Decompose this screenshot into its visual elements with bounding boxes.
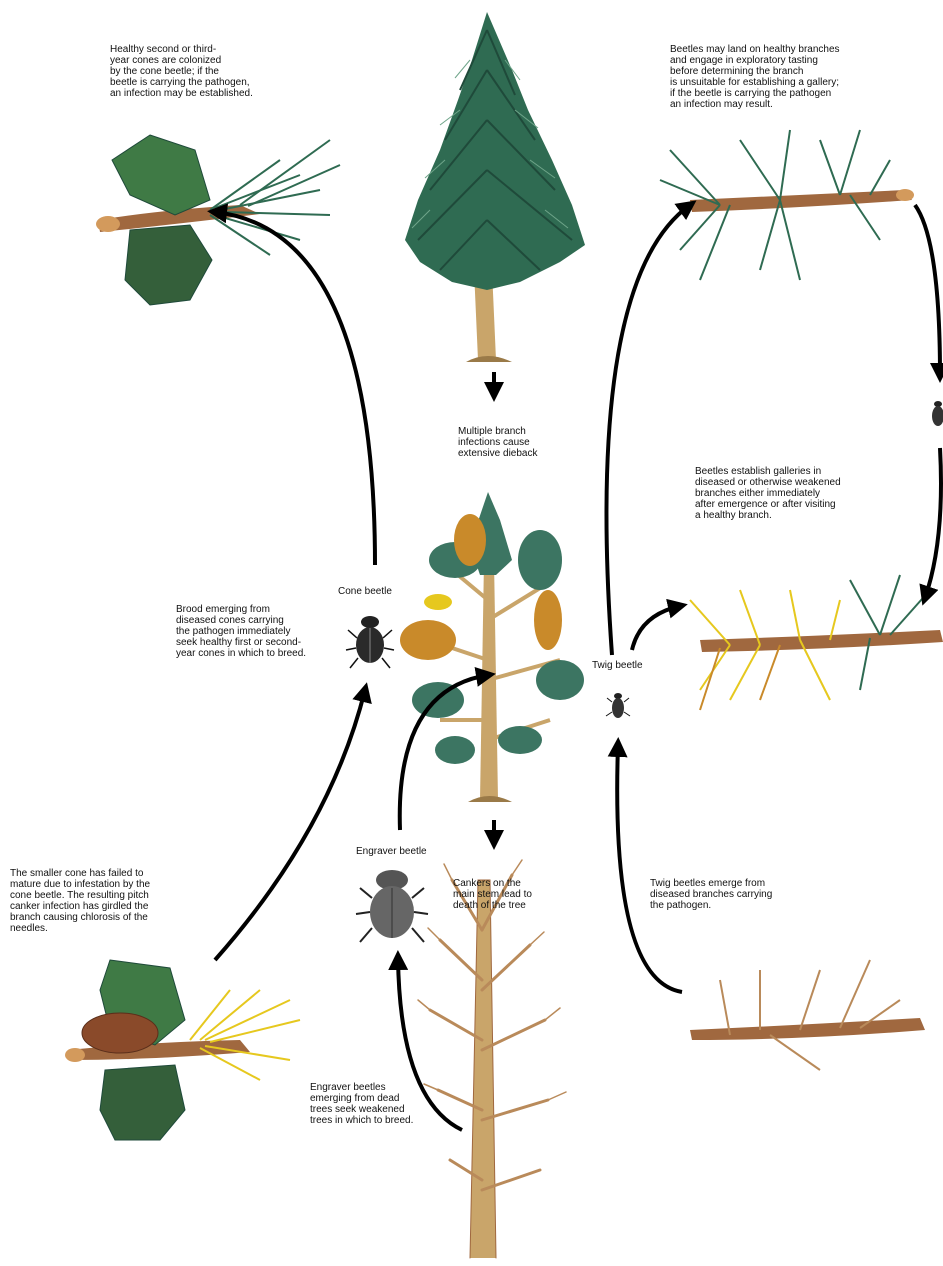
arrow-twig-beetle-to-weakened-branch (632, 606, 680, 650)
arrow-twig-beetle-to-healthy-branch (606, 205, 690, 655)
label-cone-beetle: Cone beetle (338, 586, 392, 597)
caption-cankers: Cankers on the main stem lead to death o… (453, 878, 573, 911)
pine-branch-with-cones (96, 135, 340, 305)
caption-exploratory-tasting: Beetles may land on healthy branches and… (670, 44, 900, 110)
caption-healthy-cones: Healthy second or third- year cones are … (110, 44, 320, 99)
healthy-pine-tree (405, 12, 585, 362)
label-twig-beetle: Twig beetle (592, 660, 643, 671)
twig-beetle-icon (606, 693, 630, 718)
arrow-healthy-branch-down (915, 205, 940, 375)
label-engraver-beetle: Engraver beetle (356, 846, 427, 857)
arrow-to-weakened-branch (925, 448, 941, 598)
caption-brood: Brood emerging from diseased cones carry… (176, 604, 366, 659)
chlorotic-branch-with-cones (65, 960, 300, 1140)
healthy-pine-branch (660, 130, 914, 280)
diseased-pine-tree (400, 492, 584, 802)
arrow-dead-branch-to-twig-beetle (617, 745, 682, 992)
caption-dieback: Multiple branch infections cause extensi… (458, 426, 568, 459)
caption-galleries: Beetles establish galleries in diseased … (695, 466, 915, 521)
arrow-cone-beetle-to-cones (215, 212, 375, 565)
dead-pine-tree (418, 860, 566, 1258)
caption-smaller-cone: The smaller cone has failed to mature du… (10, 868, 210, 934)
engraver-beetle-icon (356, 870, 428, 942)
yellowing-pine-branch (690, 575, 943, 710)
arrow-cones-to-cone-beetle (215, 690, 365, 960)
caption-engraver-emerge: Engraver beetles emerging from dead tree… (310, 1082, 460, 1126)
dead-pine-branch (690, 960, 925, 1070)
twig-beetle-icon (932, 401, 943, 426)
caption-twig-emerge: Twig beetles emerge from diseased branch… (650, 878, 840, 911)
